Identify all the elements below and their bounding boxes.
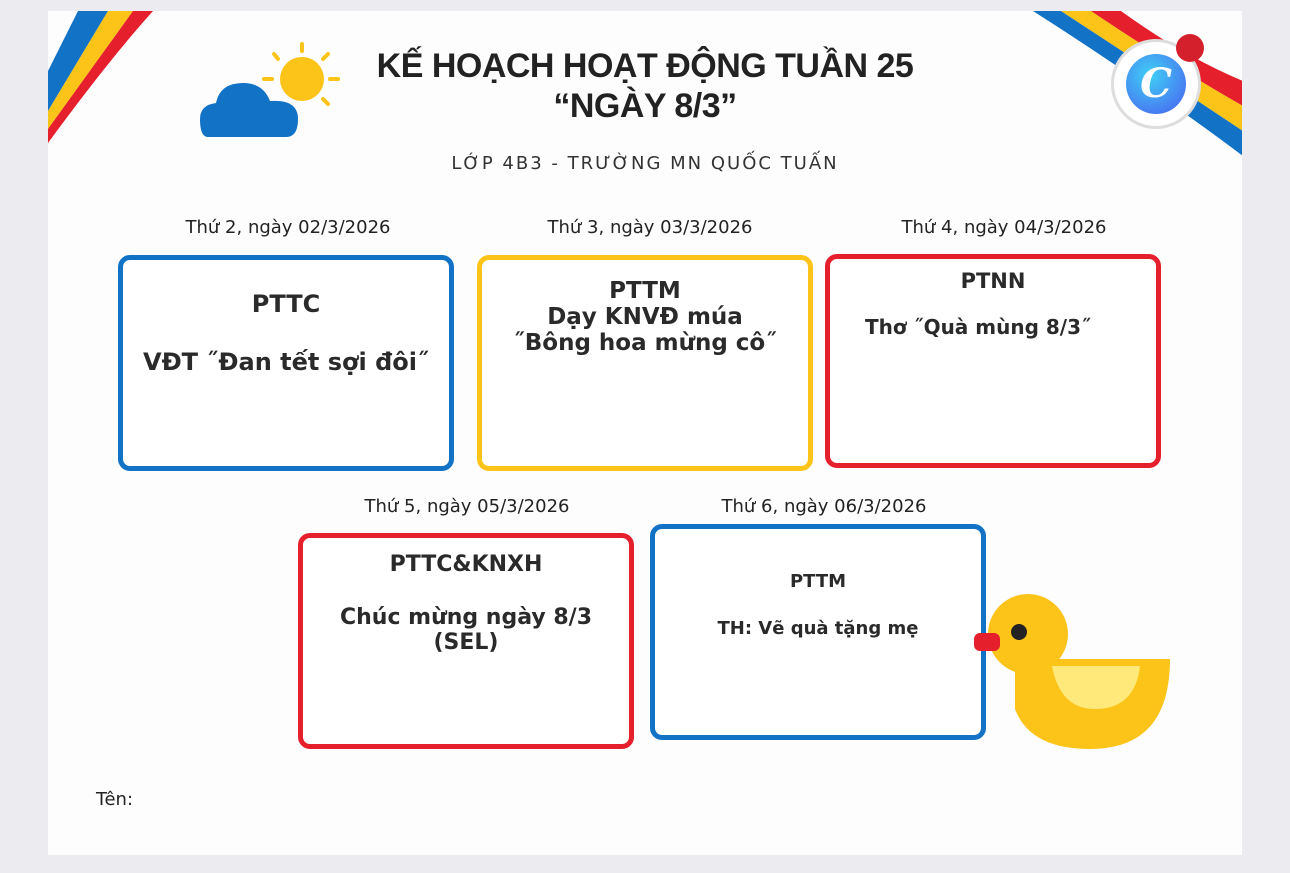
title-line-1: KẾ HOẠCH HOẠT ĐỘNG TUẦN 25 (376, 47, 914, 85)
day-card: PTTC VĐT ˝Đan tết sợi đôi˝ (118, 255, 454, 471)
day-area: PTTM (789, 571, 847, 592)
day-activity-line-2: ˝Bông hoa mừng cô˝ (513, 330, 777, 356)
day-card: PTTM TH: Vẽ quà tặng mẹ (650, 524, 986, 740)
day-date: Thứ 4, ngày 04/3/2026 (901, 217, 1107, 238)
day-activity-line-1: Dạy KNVĐ múa (547, 304, 743, 330)
duck-illustration (974, 594, 1170, 749)
subtitle: LỚP 4B3 - TRƯỜNG MN QUỐC TUẤN (451, 153, 839, 174)
day-area: PTTC&KNXH (389, 552, 543, 577)
day-card: PTNN Thơ ˝Quà mùng 8/3˝ (825, 254, 1161, 468)
c-logo-icon: C (1126, 54, 1186, 114)
day-date: Thứ 2, ngày 02/3/2026 (185, 217, 391, 238)
notification-dot-icon (1176, 34, 1204, 62)
poster-page: C KẾ HOẠCH HOẠT ĐỘNG TUẦN 25 “NGÀY 8/3” … (48, 11, 1242, 855)
day-date: Thứ 6, ngày 06/3/2026 (721, 496, 927, 517)
name-label: Tên: (96, 789, 134, 810)
day-card: PTTM Dạy KNVĐ múa ˝Bông hoa mừng cô˝ (477, 255, 813, 471)
day-date: Thứ 5, ngày 05/3/2026 (364, 496, 570, 517)
day-area: PTNN (960, 269, 1026, 293)
title-line-2: “NGÀY 8/3” (553, 87, 737, 125)
day-activity: TH: Vẽ quà tặng mẹ (717, 618, 919, 639)
day-area: PTTC (251, 290, 321, 318)
ribbon-decoration-left (48, 11, 153, 143)
day-area: PTTM (609, 278, 681, 304)
day-date: Thứ 3, ngày 03/3/2026 (547, 217, 753, 238)
day-activity: VĐT ˝Đan tết sợi đôi˝ (143, 348, 429, 376)
day-activity: Thơ ˝Quà mùng 8/3˝ (864, 315, 1091, 339)
day-activity-line-2: (SEL) (433, 630, 499, 655)
app-logo-badge: C (1111, 34, 1204, 129)
day-activity-line-1: Chúc mừng ngày 8/3 (339, 605, 593, 630)
day-card: PTTC&KNXH Chúc mừng ngày 8/3 (SEL) (298, 533, 634, 749)
cloud-sun-icon (200, 42, 340, 137)
